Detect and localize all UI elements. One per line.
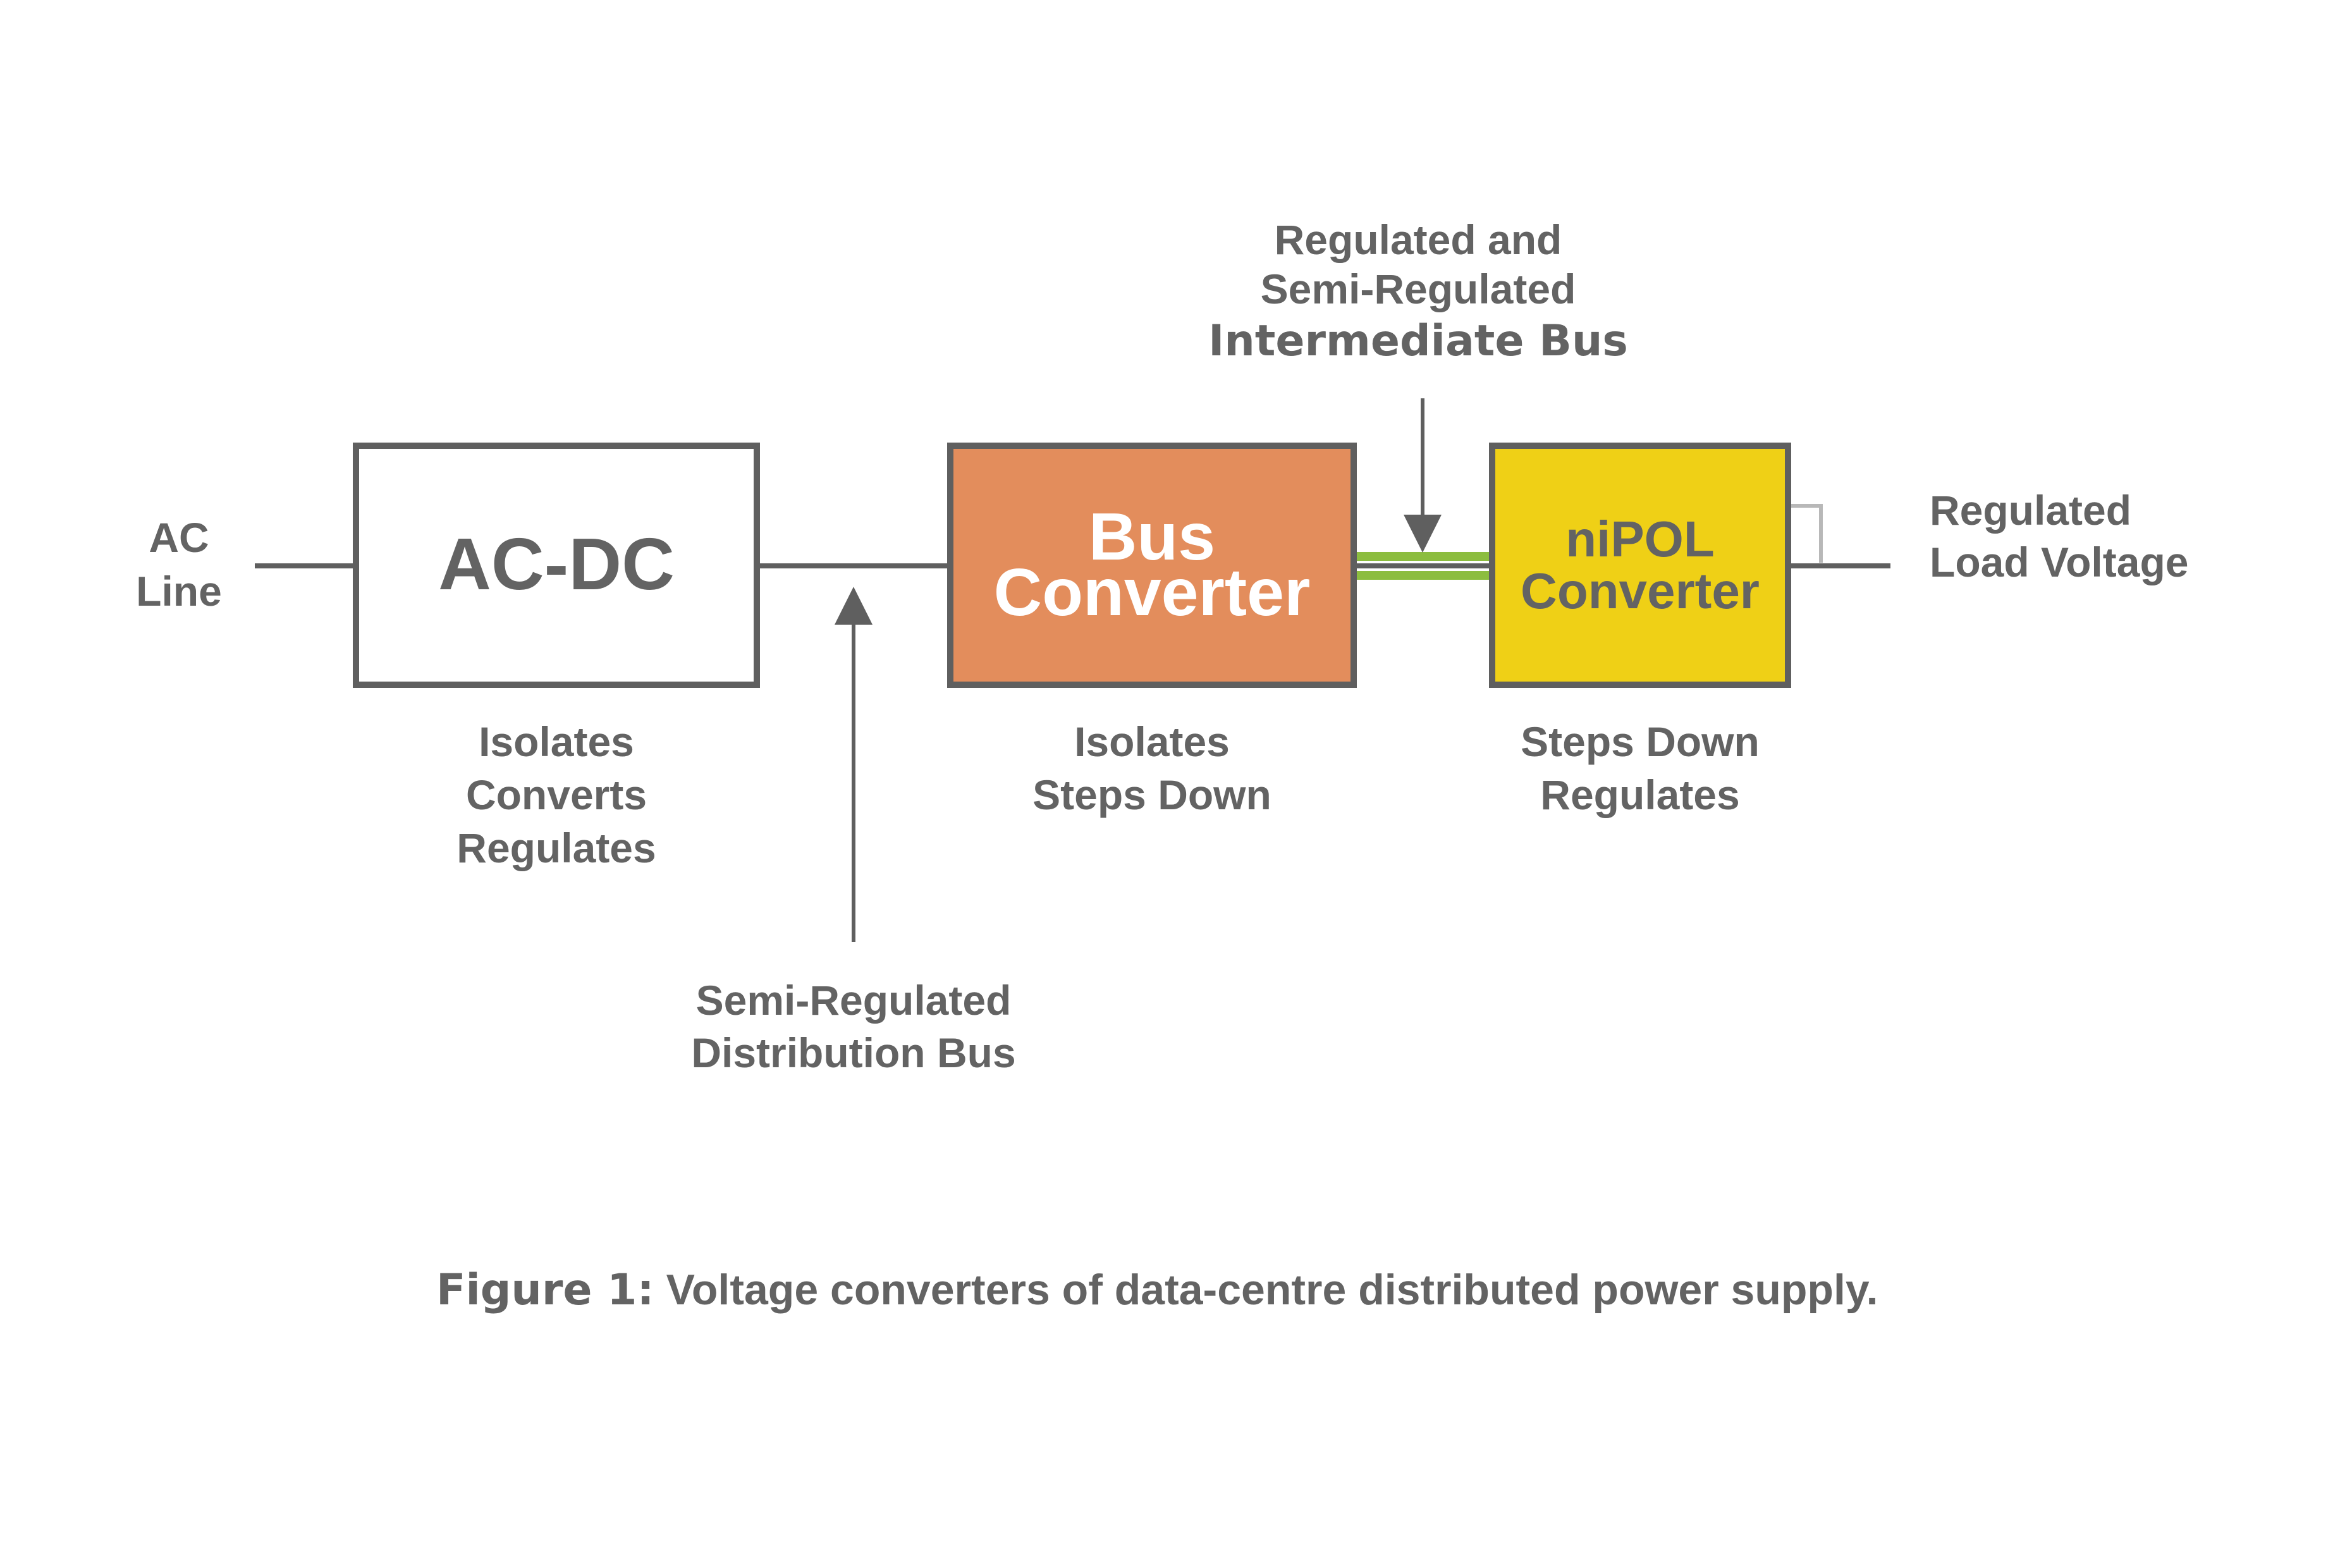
nipol-label-line1: niPOL xyxy=(1565,511,1715,567)
distribution-bus-label-line1: Semi-Regulated xyxy=(696,977,1012,1024)
acdc-label: AC-DC xyxy=(438,523,675,605)
bus-converter-desc-line1: Isolates xyxy=(1074,718,1230,765)
intermediate-bus-wire xyxy=(1354,552,1492,580)
nipol-desc-line2: Regulates xyxy=(1540,771,1739,818)
ac-line-label-line1: AC xyxy=(149,514,209,561)
load-voltage-label-line2: Load Voltage xyxy=(1930,539,2188,585)
acdc-desc-line3: Regulates xyxy=(456,824,656,871)
distribution-bus-label-line2: Distribution Bus xyxy=(691,1029,1015,1076)
intermediate-bus-label-line3: Intermediate Bus xyxy=(1208,316,1628,366)
acdc-desc-line1: Isolates xyxy=(479,718,634,765)
bus-converter-desc-line2: Steps Down xyxy=(1032,771,1271,818)
ac-line-label-line2: Line xyxy=(136,568,222,615)
nipol-desc-line1: Steps Down xyxy=(1521,718,1760,765)
figure-caption-bold: Figure 1: xyxy=(436,1265,654,1315)
nipol-label-line2: Converter xyxy=(1521,563,1760,619)
figure-caption-text: Voltage converters of data-centre distri… xyxy=(654,1266,1878,1314)
acdc-box xyxy=(353,443,760,688)
load-voltage-label-line1: Regulated xyxy=(1930,487,2131,534)
bus-converter-box xyxy=(947,443,1357,688)
acdc-desc-line2: Converts xyxy=(466,771,647,818)
intermediate-bus-label-line1: Regulated and xyxy=(1275,216,1562,263)
nipol-output-bracket xyxy=(1788,504,1823,563)
nipol-converter-box xyxy=(1489,443,1791,688)
intermediate-bus-label-line2: Semi-Regulated xyxy=(1261,266,1576,312)
figure-caption: Figure 1: Voltage converters of data-cen… xyxy=(436,1265,1878,1315)
bus-converter-label-line2: Converter xyxy=(994,555,1311,630)
bus-converter-label-line1: Bus xyxy=(1089,499,1215,574)
